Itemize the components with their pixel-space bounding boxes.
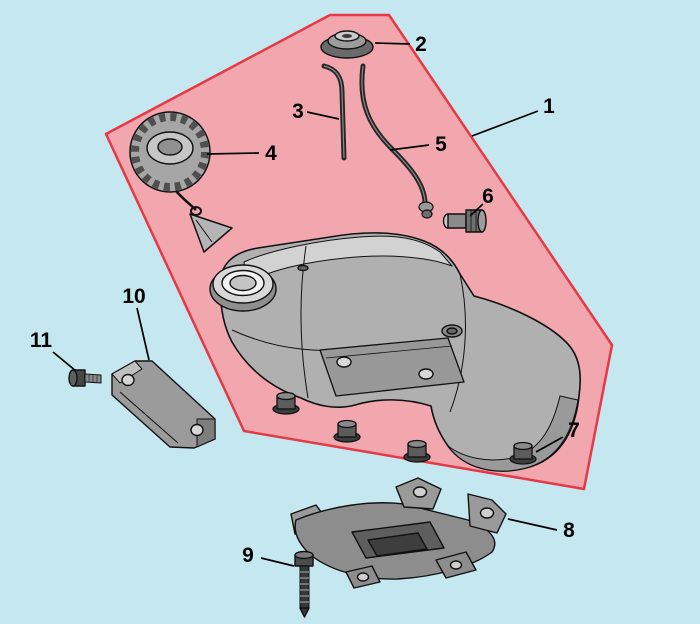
- callout-7: 7: [535, 419, 580, 453]
- callout-2-leader: [374, 42, 411, 45]
- callout-1-leader: [471, 110, 539, 137]
- callout-4-leader: [206, 152, 260, 155]
- callout-6-label: 6: [482, 185, 494, 208]
- callout-1: 1: [471, 95, 555, 137]
- callouts: 1 2 3 4 5 6 7 8: [30, 33, 580, 567]
- callout-11-leader: [52, 351, 77, 372]
- callout-2: 2: [374, 33, 427, 56]
- callout-7-leader: [535, 436, 564, 453]
- grommet-7-illustration: [509, 441, 537, 465]
- callout-11: 11: [30, 329, 77, 372]
- callout-9-label: 9: [242, 544, 254, 567]
- callout-5: 5: [389, 133, 447, 156]
- callout-3-label: 3: [292, 100, 304, 123]
- small-bolt-illustration: [68, 369, 102, 387]
- callout-8-label: 8: [563, 519, 575, 542]
- callout-8-leader: [507, 518, 558, 531]
- fuel-cap-illustration: [129, 111, 233, 253]
- callout-7-label: 7: [568, 419, 580, 442]
- callout-4-label: 4: [265, 142, 277, 165]
- callout-1-label: 1: [543, 95, 555, 118]
- callout-9-leader: [260, 557, 295, 567]
- callout-9: 9: [242, 544, 295, 567]
- callout-5-label: 5: [435, 133, 447, 156]
- callout-10-leader: [136, 307, 150, 361]
- callout-3: 3: [292, 100, 340, 123]
- callout-3-leader: [306, 111, 340, 120]
- vent-grommet-illustration: [320, 30, 374, 59]
- callout-11-label: 11: [30, 329, 53, 352]
- lower-bracket-illustration: [290, 477, 507, 589]
- fuel-tank-illustration: [209, 232, 582, 472]
- callout-6: 6: [469, 185, 494, 217]
- bolt-illustration: [294, 550, 314, 618]
- callout-5-leader: [389, 144, 430, 151]
- callout-4: 4: [206, 142, 277, 165]
- callout-2-label: 2: [415, 33, 427, 56]
- fuel-line-short-illustration: [321, 63, 347, 161]
- side-bracket-illustration: [111, 360, 216, 449]
- callout-10: 10: [122, 285, 150, 361]
- callout-10-label: 10: [122, 285, 145, 308]
- fitting-illustration: [442, 209, 487, 233]
- callout-8: 8: [507, 518, 575, 542]
- callout-6-leader: [469, 203, 484, 217]
